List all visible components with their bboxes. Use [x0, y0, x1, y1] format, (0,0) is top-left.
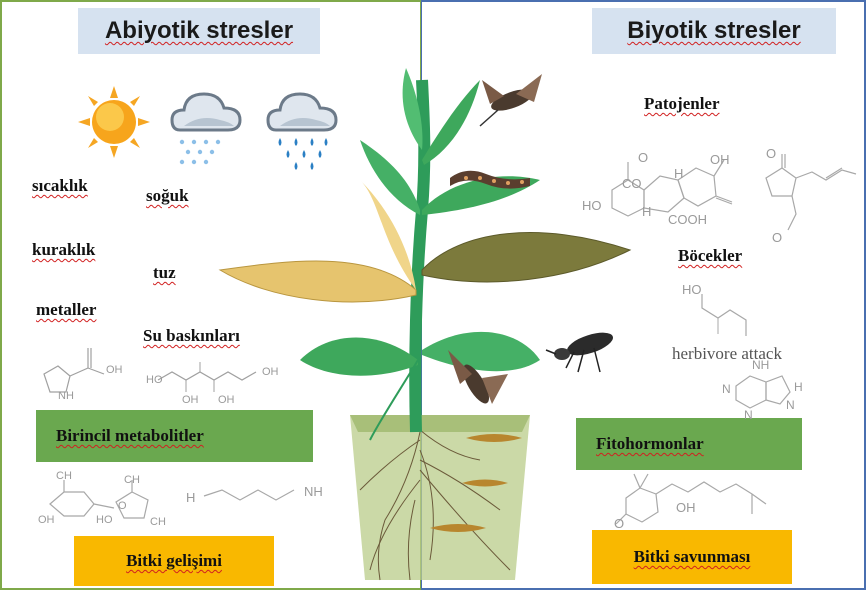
- purine-nh: NH: [752, 358, 769, 372]
- purine-h: H: [794, 380, 803, 394]
- sugar-ch2oh-3: CH: [150, 516, 166, 528]
- proline-oh: OH: [106, 364, 123, 376]
- zeatin-chain-structure: [680, 290, 760, 340]
- primary-metabolites-label: Birincil metabolitler: [56, 426, 204, 446]
- proline-nh: NH: [58, 390, 74, 402]
- moth-icon: [476, 70, 546, 130]
- terpene-oh: OH: [710, 152, 730, 167]
- purine-n2: N: [744, 408, 753, 422]
- moth-icon-2: [442, 344, 512, 420]
- abiotic-title-text: Abiyotik stresler: [105, 17, 293, 45]
- label-heat: sıcaklık: [32, 176, 88, 196]
- terpene-cooh: COOH: [668, 212, 707, 227]
- beetle-icon: [544, 322, 620, 384]
- abiotic-title: Abiyotik stresler: [78, 8, 320, 54]
- sucrose-structure: [40, 474, 190, 534]
- jasmonate-o: O: [766, 146, 776, 161]
- caterpillar-icon: [446, 164, 536, 200]
- biotic-title: Biyotik stresler: [592, 8, 836, 54]
- sugar-ho: HO: [96, 514, 113, 526]
- larva-icon-1: [464, 428, 524, 448]
- sugar-ch2oh-2: CH: [124, 474, 140, 486]
- sugar-ch2oh-1: CH: [56, 470, 72, 482]
- aba-oh: OH: [676, 500, 696, 515]
- plant-defense-label: Bitki savunması: [634, 547, 751, 567]
- larva-icon-2: [460, 474, 510, 492]
- label-cold: soğuk: [146, 186, 189, 206]
- label-metals: metaller: [36, 300, 96, 320]
- label-drought: kuraklık: [32, 240, 95, 260]
- zeatin-ho: HO: [682, 282, 702, 297]
- label-pathogens: Patojenler: [644, 94, 720, 114]
- purine-n3: N: [786, 398, 795, 412]
- polyol-ho: HO: [146, 374, 163, 386]
- plant-growth-label: Bitki gelişimi: [126, 551, 222, 571]
- label-salt: tuz: [153, 263, 176, 283]
- biotic-title-text: Biyotik stresler: [627, 17, 800, 45]
- larva-icon-3: [428, 518, 488, 538]
- polyol-oh-1: OH: [182, 394, 199, 406]
- purine-n1: N: [722, 382, 731, 396]
- diamine-h2n: H: [186, 490, 195, 505]
- jasmonate-o2: O: [772, 230, 782, 245]
- sun-icon: [78, 86, 150, 158]
- terpene-h1: H: [642, 204, 651, 219]
- sugar-oh: OH: [38, 514, 55, 526]
- label-insects: Böcekler: [678, 246, 742, 266]
- terpene-h2: H: [674, 166, 683, 181]
- sugar-o: O: [118, 500, 127, 512]
